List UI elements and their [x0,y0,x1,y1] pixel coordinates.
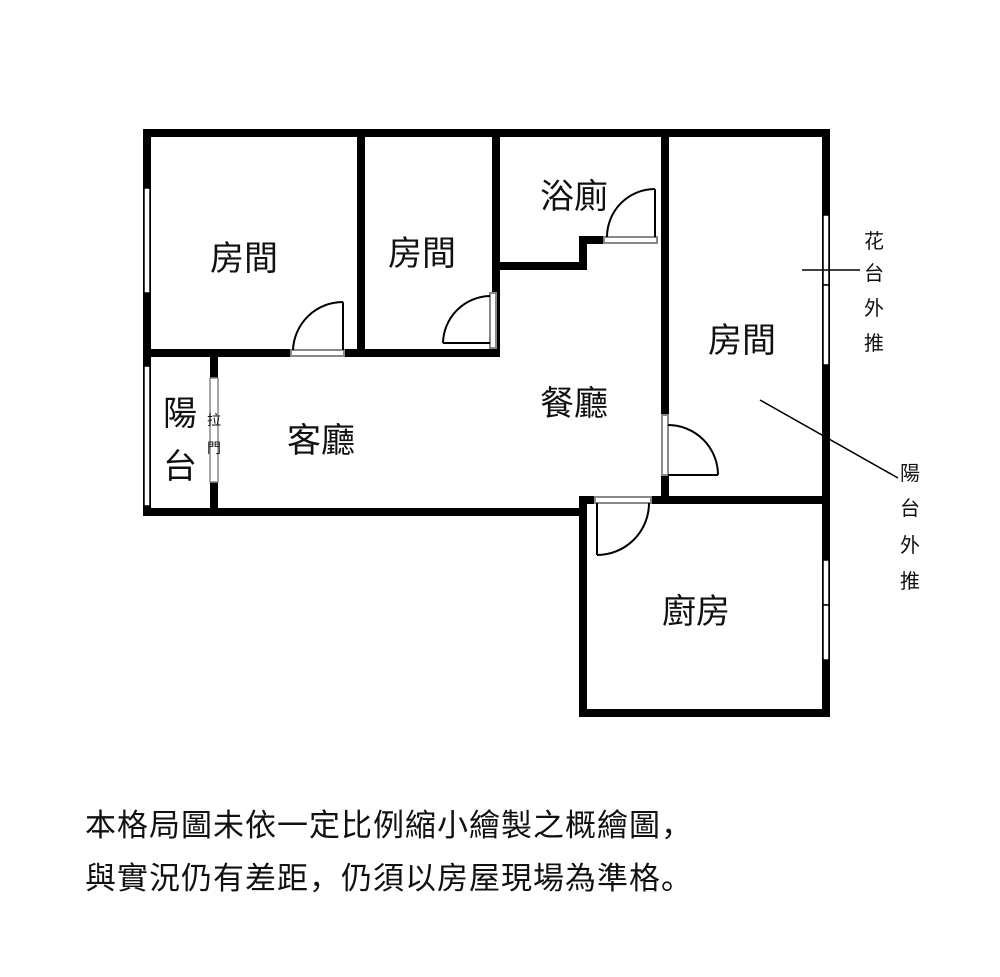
room-label-bedroom-2: 房間 [388,234,456,274]
room-label-dining: 餐廳 [540,384,608,424]
caption-line-1: 本格局圖未依一定比例縮小繪製之概繪圖， [85,808,693,844]
note-char: 台 [900,496,920,520]
door-kitchen [594,496,652,556]
planter-push-out-note: 花 台 外 推 [864,229,884,355]
room-label-balcony-1: 陽 [163,394,197,434]
room-label-balcony-2: 台 [163,447,197,487]
note-char: 台 [864,261,884,285]
window-kitchen-lower [822,604,830,661]
note-char: 外 [900,533,920,557]
windows [143,187,830,661]
room-label-bathroom: 浴廁 [540,177,608,217]
sliding-door-label-2: 門 [207,441,221,457]
annotation-lines [759,269,899,479]
note-char: 推 [900,569,920,593]
room-label-living: 客廳 [287,421,355,461]
note-char: 陽 [900,461,920,485]
window-bedroom-3-lower [822,284,830,366]
window-bedroom-1 [143,187,151,294]
window-bedroom-3-upper [822,214,830,286]
caption-line-2: 與實況仍有差距，仍須以房屋現場為準格。 [85,861,693,897]
sliding-door-label-1: 拉 [207,413,221,429]
room-label-bedroom-3: 房間 [708,321,776,361]
door-bedroom-3 [661,414,719,476]
note-char: 推 [864,331,884,355]
window-kitchen-upper [822,559,830,606]
room-label-bedroom-1: 房間 [210,239,278,279]
note-char: 花 [864,229,884,253]
room-label-kitchen: 廚房 [662,592,730,632]
note-char: 外 [864,296,884,320]
sliding-door [209,377,219,483]
door-bedroom-1 [290,300,345,357]
doors [290,188,719,556]
balcony-push-out-note: 陽 台 外 推 [900,461,920,593]
door-bedroom-2 [442,292,497,349]
window-balcony [143,365,151,507]
door-bathroom [603,188,658,244]
